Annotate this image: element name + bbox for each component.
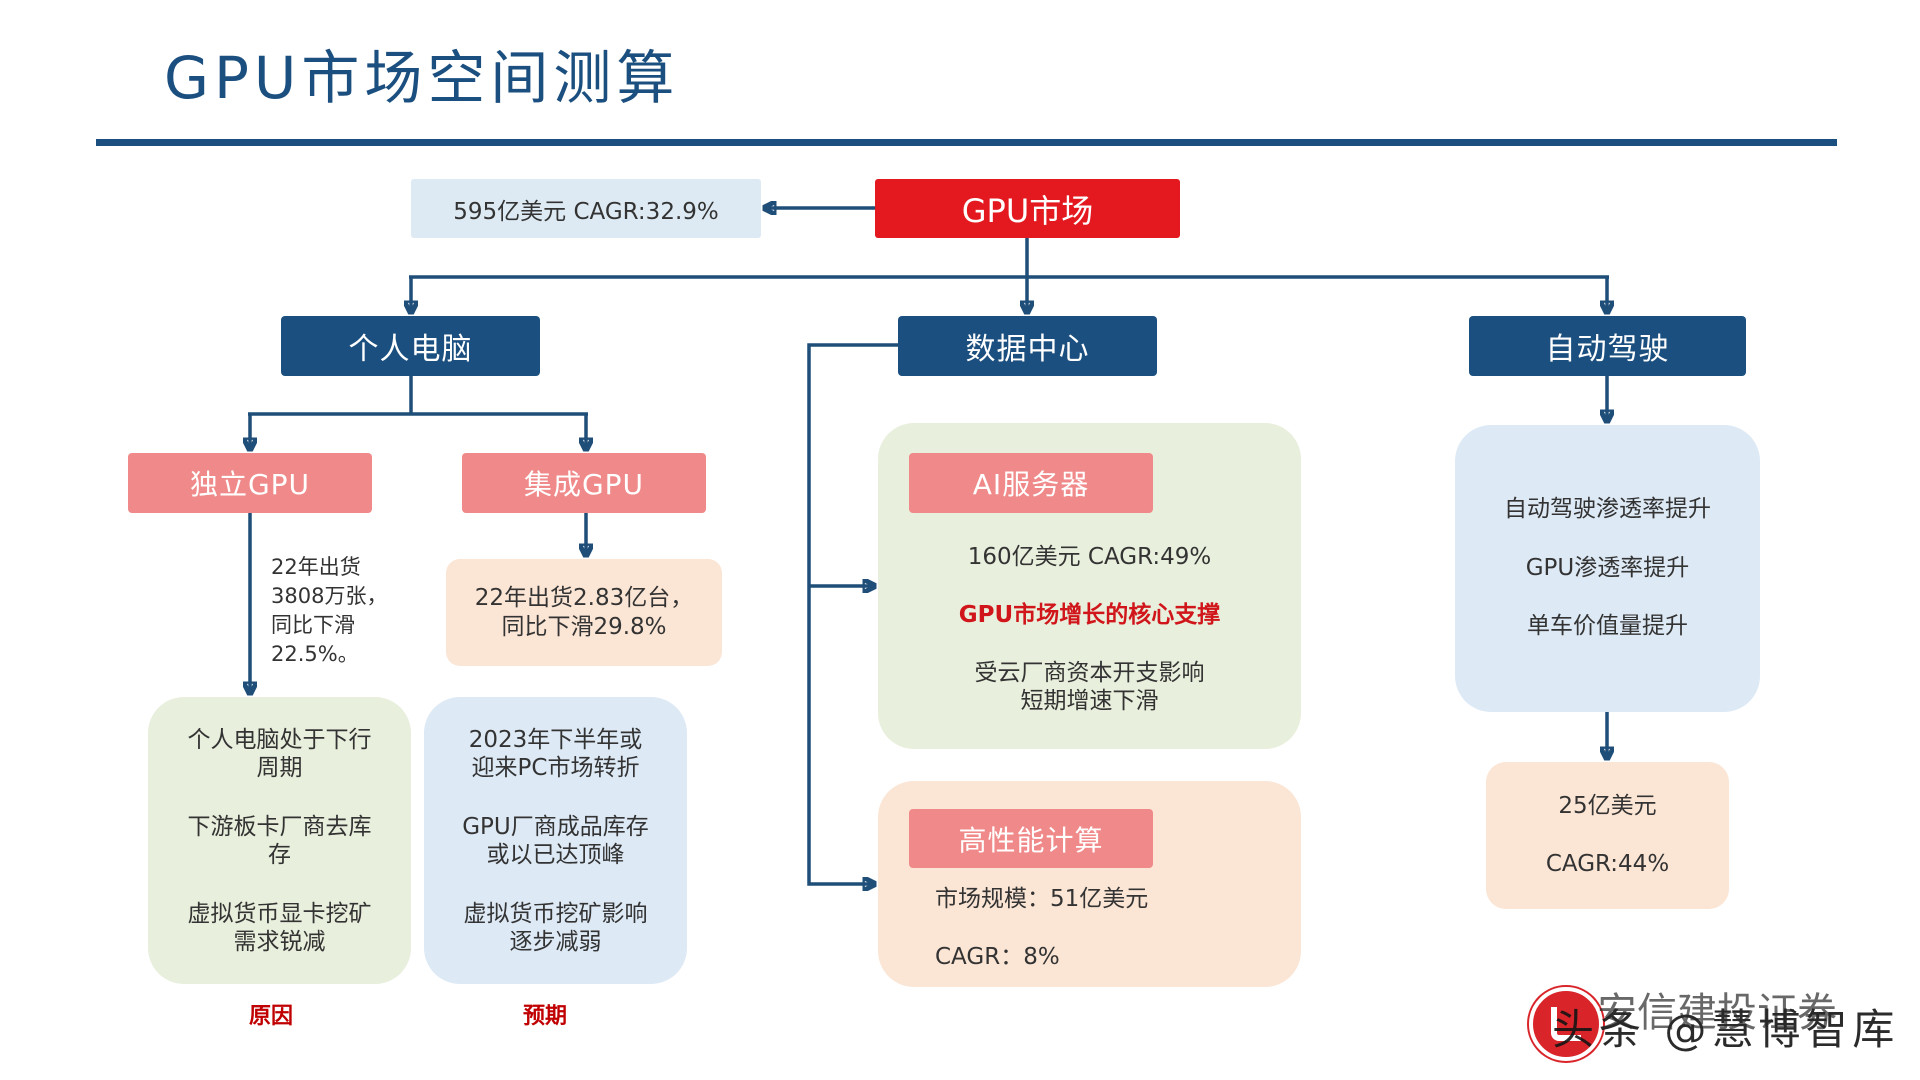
hpc-cagr: CAGR：8% — [935, 944, 1060, 970]
watermark-overlay: 安信建投证券 — [1597, 990, 1837, 1036]
reason-item: 下游板卡厂商去库 存 — [188, 813, 372, 869]
slide-title: GPU市场空间测算 — [164, 44, 680, 112]
outlook-line: 逐步减弱 — [509, 928, 602, 955]
ai-server-label: AI服务器 — [972, 468, 1090, 501]
driver-item: GPU渗透率提升 — [1525, 555, 1690, 581]
ai-server-note-line: 短期增速下滑 — [1020, 688, 1159, 714]
autonomous-cagr: CAGR:44% — [1545, 851, 1670, 877]
shipment-line: 22年出货2.83亿台， — [474, 584, 694, 611]
ai-server-node: AI服务器 — [909, 453, 1153, 513]
outlook-line: 迎来PC市场转折 — [471, 754, 640, 781]
market-summary-box: 595亿美元 CAGR:32.9% — [411, 179, 761, 238]
discrete-gpu-node: 独立GPU — [128, 453, 372, 513]
autonomous-market-card: 25亿美元 CAGR:44% — [1486, 762, 1729, 909]
watermark-primary: 头条 @慧博智库 — [1552, 1005, 1900, 1054]
outlook-line: 2023年下半年或 — [468, 726, 643, 753]
integrated-gpu-node: 集成GPU — [462, 453, 706, 513]
note-line: 22年出货 — [271, 555, 361, 579]
reason-item: 虚拟货币显卡挖矿 需求锐减 — [188, 900, 372, 956]
title-rule — [96, 139, 1837, 146]
note-line: 同比下滑 — [271, 613, 355, 637]
reasons-caption: 原因 — [248, 1004, 293, 1029]
discrete-gpu-label: 独立GPU — [189, 468, 311, 501]
outlook-line: 虚拟货币挖矿影响 — [463, 900, 648, 927]
pc-outlook-card: 2023年下半年或 迎来PC市场转折 GPU厂商成品库存 或以已达顶峰 虚拟货币… — [424, 697, 687, 984]
outlook-line: GPU厂商成品库存 — [462, 813, 649, 840]
toutiao-logo-icon — [1529, 987, 1603, 1061]
reason-line: 虚拟货币显卡挖矿 — [187, 900, 372, 927]
note-line: 22.5%。 — [271, 642, 359, 666]
reason-line: 周期 — [256, 754, 303, 781]
autonomous-node: 自动驾驶 — [1469, 316, 1746, 376]
outlook-item: 2023年下半年或 迎来PC市场转折 — [469, 726, 643, 782]
market-summary-text: 595亿美元 CAGR:32.9% — [453, 198, 719, 225]
reason-item: 个人电脑处于下行 周期 — [188, 726, 372, 782]
hpc-node: 高性能计算 — [909, 809, 1153, 868]
hpc-card: 高性能计算 市场规模：51亿美元 CAGR：8% — [878, 781, 1301, 987]
pc-node: 个人电脑 — [281, 316, 540, 376]
driver-item: 自动驾驶渗透率提升 — [1504, 496, 1711, 522]
pc-reasons-card: 个人电脑处于下行 周期 下游板卡厂商去库 存 虚拟货币显卡挖矿 需求锐减 — [148, 697, 411, 984]
note-line: 3808万张， — [271, 584, 388, 608]
gpu-market-node: GPU市场 — [875, 179, 1180, 238]
reason-line: 个人电脑处于下行 — [187, 726, 372, 753]
autonomous-market-size: 25亿美元 — [1558, 793, 1657, 819]
integrated-gpu-shipment-card: 22年出货2.83亿台， 同比下滑29.8% — [446, 559, 722, 666]
reason-line: 需求锐减 — [233, 928, 326, 955]
autonomous-drivers-card: 自动驾驶渗透率提升 GPU渗透率提升 单车价值量提升 — [1455, 425, 1760, 712]
outlook-caption: 预期 — [522, 1004, 567, 1029]
integrated-gpu-label: 集成GPU — [523, 468, 645, 501]
hpc-label: 高性能计算 — [958, 823, 1104, 857]
ai-server-highlight: GPU市场增长的核心支撑 — [958, 602, 1221, 628]
shipment-line: 同比下滑29.8% — [501, 613, 667, 640]
driver-item: 单车价值量提升 — [1527, 613, 1688, 639]
reason-line: 存 — [268, 841, 291, 868]
ai-server-card: AI服务器 160亿美元 CAGR:49% GPU市场增长的核心支撑 受云厂商资… — [878, 423, 1301, 749]
ai-server-note-line: 受云厂商资本开支影响 — [974, 660, 1205, 686]
datacenter-node: 数据中心 — [898, 316, 1157, 376]
autonomous-label: 自动驾驶 — [1545, 332, 1670, 367]
pc-label: 个人电脑 — [348, 332, 473, 367]
outlook-item: 虚拟货币挖矿影响 逐步减弱 — [464, 900, 648, 956]
outlook-item: GPU厂商成品库存 或以已达顶峰 — [462, 813, 649, 869]
hpc-market-size: 市场规模：51亿美元 — [935, 886, 1149, 912]
discrete-gpu-shipment-note: 22年出货 3808万张， 同比下滑 22.5%。 — [271, 553, 387, 669]
outlook-line: 或以已达顶峰 — [486, 841, 625, 868]
reason-line: 下游板卡厂商去库 — [187, 813, 372, 840]
ai-server-market-size: 160亿美元 CAGR:49% — [967, 544, 1212, 570]
datacenter-label: 数据中心 — [965, 332, 1090, 367]
gpu-market-label: GPU市场 — [961, 191, 1094, 230]
